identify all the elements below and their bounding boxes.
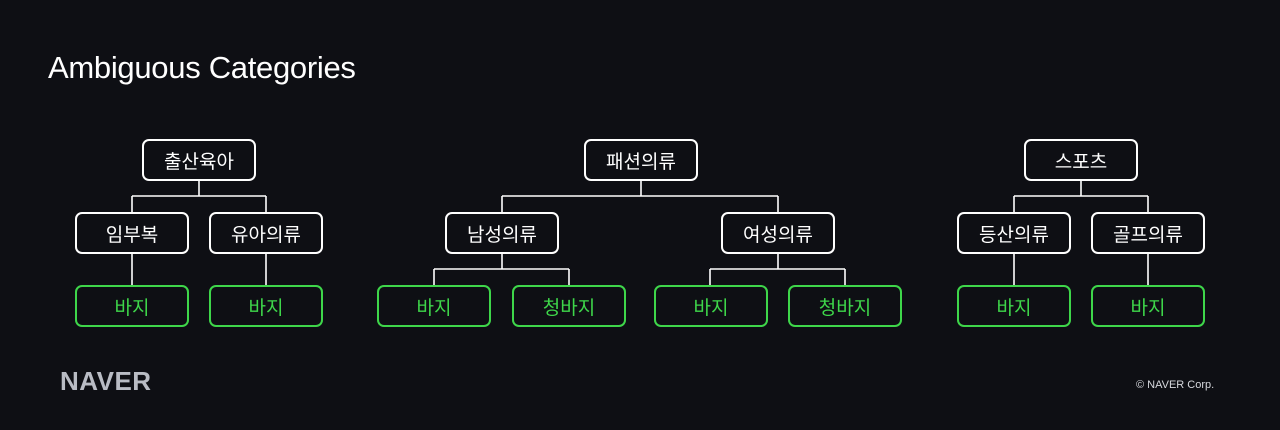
category-node-leaf: 바지 [1091,285,1205,327]
copyright-text: © NAVER Corp. [1136,379,1215,391]
category-node-leaf: 바지 [654,285,768,327]
category-node-child: 남성의류 [445,212,559,254]
category-node-leaf: 청바지 [788,285,902,327]
category-node-leaf: 청바지 [512,285,626,327]
page-title: Ambiguous Categories [48,50,356,85]
category-node-child: 등산의류 [957,212,1071,254]
naver-logo: NAVER [60,366,152,396]
category-node-root: 패션의류 [584,139,698,181]
category-node-child: 골프의류 [1091,212,1205,254]
category-node-leaf: 바지 [377,285,491,327]
category-node-leaf: 바지 [75,285,189,327]
category-node-root: 스포츠 [1024,139,1138,181]
category-node-child: 유아의류 [209,212,323,254]
category-node-leaf: 바지 [209,285,323,327]
category-node-child: 임부복 [75,212,189,254]
category-node-root: 출산육아 [142,139,256,181]
category-node-child: 여성의류 [721,212,835,254]
category-node-leaf: 바지 [957,285,1071,327]
